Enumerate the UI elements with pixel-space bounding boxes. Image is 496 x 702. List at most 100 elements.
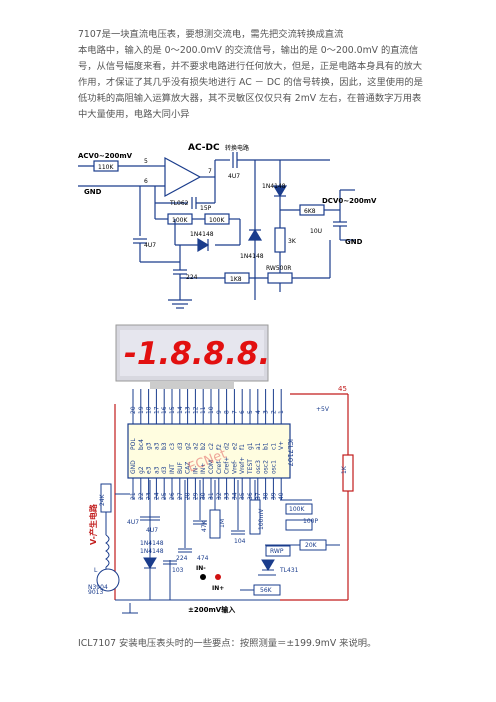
pin-number-bottom: 38 (263, 492, 270, 500)
inductor-label: L (94, 567, 98, 574)
pin-number-bottom: 29 (192, 492, 199, 500)
pin-name-top: a2 (192, 442, 199, 450)
diode-top-label: 1N4148 (262, 183, 286, 190)
pin-name-top: c2 (208, 443, 215, 450)
pin-number-bottom: 34 (231, 492, 238, 500)
doc-title: 7107是一块直流电压表，要想测交流电，需先把交流转换成直流 (78, 29, 344, 40)
pin-name-bottom: IN- (192, 466, 199, 474)
pin-name-bottom: g2 (138, 466, 145, 474)
pin-name-top: b3 (161, 442, 168, 450)
in-minus-label: IN- (196, 565, 206, 572)
pin-name-bottom: osc2 (263, 460, 270, 474)
cap-left-label: 4U7 (144, 242, 156, 249)
pin-name-top: g2 (185, 442, 192, 450)
v-gen-label: V-产生电路 (88, 503, 98, 545)
diode-mid-label: 1N4148 (240, 253, 264, 260)
pin-name-top: POL (130, 438, 137, 450)
pin-name-bottom: BUF (177, 461, 184, 474)
pin-number-top: 8 (224, 410, 231, 414)
pin-name-top: f1 (239, 444, 246, 450)
r1-label: 100K (172, 217, 188, 224)
pin-number-top: 1 (278, 410, 285, 414)
pin-name-bottom: GND (130, 460, 137, 474)
c-103-label: 103 (172, 567, 184, 574)
pin-number-top: 10 (208, 406, 215, 414)
pin-number-bottom: 40 (278, 492, 285, 500)
pin-number-top: 18 (146, 406, 153, 414)
r-3k-label: 3K (288, 238, 297, 245)
pin-name-bottom: IN+ (200, 463, 207, 474)
pin-number-top: 3 (263, 410, 270, 414)
cap-out-label: 4U7 (228, 173, 240, 180)
r-1k-label: 1K (341, 465, 348, 474)
pin-name-bottom: osc3 (255, 460, 262, 474)
pin-number-bottom: 24 (153, 492, 160, 500)
pin-number-bottom: 35 (239, 492, 246, 500)
c-out-label: 10U (310, 228, 322, 235)
pin-name-top: g3 (146, 442, 153, 450)
pin-number-bottom: 36 (247, 492, 254, 500)
pin-name-bottom: d3 (161, 466, 168, 474)
pin-number-top: 17 (153, 406, 160, 414)
out-label: DCV0~200mV (322, 197, 377, 205)
pin-name-bottom: TEST (247, 459, 254, 475)
r-56k-label: 56K (260, 587, 273, 594)
pin-number-bottom: 22 (138, 492, 145, 500)
pin-name-bottom: a3 (153, 466, 160, 474)
opamp-label: TL062 (169, 200, 189, 207)
pin-number-top: 11 (200, 406, 207, 414)
c-224-label: 224 (176, 555, 188, 562)
c-474-label: 474 (197, 555, 209, 562)
pin-number-top: 13 (185, 406, 192, 414)
pin-name-top: b2 (200, 442, 207, 450)
pin7: 7 (208, 168, 212, 175)
pin-name-bottom: Vref+ (239, 457, 246, 474)
r-1m-label: 1M (219, 519, 226, 528)
pin-number-top: 20 (130, 406, 137, 414)
ac-dc-title: AC-DC (188, 143, 220, 153)
r-100k-label: 100K (289, 506, 305, 513)
vplus-label: +5V (316, 406, 330, 413)
pin-number-bottom: 28 (185, 492, 192, 500)
input-label: ACV0~200mV (78, 152, 133, 160)
pin-name-top: b1 (263, 442, 270, 450)
pin-number-top: 14 (177, 406, 184, 414)
chip-pins (132, 389, 282, 500)
pin-number-bottom: 30 (200, 492, 207, 500)
doc-paragraph: 本电路中，输入的是 0～200.0mV 的交流信号，输出的是 0～200.0mV… (78, 45, 423, 120)
pin-name-bottom: osc1 (270, 460, 277, 474)
c-224-label: 224 (186, 274, 198, 281)
pin-name-bottom: INT (169, 464, 176, 474)
diode-fb-label: 1N4148 (190, 231, 214, 238)
pin-number-top: 6 (239, 410, 246, 414)
pin-name-top: V+ (278, 441, 285, 450)
chip-label: ICL7107 (286, 439, 294, 466)
c-100p-label: 100P (303, 518, 318, 525)
transistor2-label: N3904 (88, 584, 108, 591)
pin6: 6 (144, 178, 148, 185)
display-digits: -1.8.8.8. (124, 336, 270, 372)
transistor-label: 9013 (88, 589, 103, 596)
pin-number-top: 9 (216, 410, 223, 414)
input-label: ±200mV输入 (188, 605, 235, 614)
pin-name-top: f2 (216, 444, 223, 450)
pin-number-top: 5 (247, 410, 254, 414)
tl431-label: TL431 (279, 567, 299, 574)
pin-number-bottom: 25 (161, 492, 168, 500)
r-1k8-label: 1K8 (230, 276, 242, 283)
pin-number-top: 4 (255, 410, 262, 414)
pin-number-top: 19 (138, 406, 145, 414)
chip-body: ICL7107 (127, 423, 294, 479)
pin-number-top: 12 (192, 406, 199, 414)
pot-label: RWP (270, 548, 284, 555)
pin-name-top: bc4 (138, 439, 145, 450)
c-4u7-label: 4U7 (127, 519, 139, 526)
d2-label: 1N4148 (140, 548, 164, 555)
pin-number-bottom: 26 (169, 492, 176, 500)
vref-label: 100mV (258, 508, 265, 530)
